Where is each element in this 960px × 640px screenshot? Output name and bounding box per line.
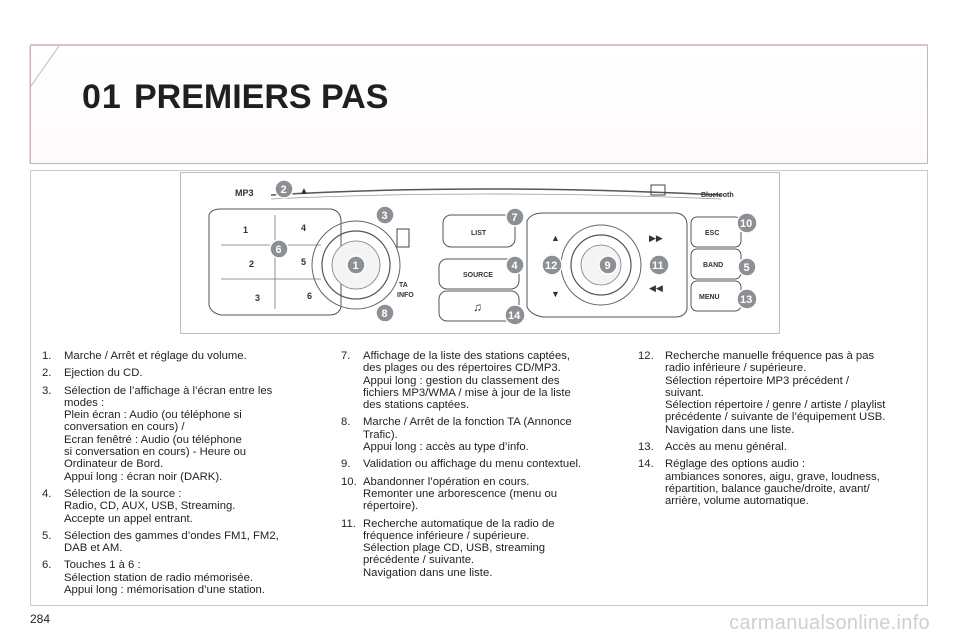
header-top-rule [30,44,928,46]
legend-column-2: 7.Affichage de la liste des stations cap… [341,350,636,584]
eject-icon[interactable]: ▲ [299,186,309,197]
svg-text:6: 6 [276,244,282,256]
chapter-title: PREMIERS PAS [134,78,389,116]
ta-label[interactable]: TA [399,282,408,289]
display-mode-icon[interactable] [396,228,410,248]
list-item: 2.Ejection du CD. [42,367,143,380]
preset-key-4[interactable]: 4 [301,223,306,233]
volume-knob[interactable] [321,230,391,300]
callout-2: 2 [274,179,294,199]
list-item: 9.Validation ou affichage du menu contex… [341,458,582,471]
list-item: 12.Recherche manuelle fréquence pas à pa… [638,350,886,436]
svg-text:12: 12 [545,260,557,272]
callout-5: 5 [737,257,757,277]
folder-up-icon[interactable]: ▲ [551,233,560,243]
callout-10: 10 [736,212,758,234]
seek-back-icon[interactable]: ◀◀ [649,283,663,293]
selector-knob[interactable] [570,234,632,296]
legend-column-1: 1.Marche / Arrêt et réglage du volume. 2… [42,350,332,601]
svg-text:4: 4 [512,260,519,272]
preset-key-5[interactable]: 5 [301,257,306,267]
chapter-header [30,44,928,164]
watermark: carmanualsonline.info [729,612,930,634]
callout-7: 7 [505,207,525,227]
preset-key-2[interactable]: 2 [249,259,254,269]
svg-text:5: 5 [744,262,750,274]
source-button[interactable] [438,258,520,290]
chapter-number: 01 [82,78,122,116]
esc-button[interactable] [690,216,742,248]
svg-text:10: 10 [740,218,752,230]
callout-6: 6 [269,239,289,259]
radio-panel-figure: MP3 ▲ Bluetooth 1 2 3 4 5 6 TA INFO LIST… [180,172,780,334]
preset-key-6[interactable]: 6 [307,291,312,301]
legend-column-3: 12.Recherche manuelle fréquence pas à pa… [638,350,928,513]
list-item: 7.Affichage de la liste des stations cap… [341,350,571,412]
volume-knob-ring [311,220,401,310]
list-item: 3.Sélection de l’affichage à l’écran ent… [42,384,273,483]
header-corner-decoration [29,45,60,164]
svg-text:13: 13 [740,294,752,306]
preset-key-3[interactable]: 3 [255,293,260,303]
list-item: 10.Abandonner l’opération en cours. Remo… [341,475,558,513]
cd-slot [270,188,722,196]
seek-forward-icon[interactable]: ▶▶ [649,233,663,243]
info-label[interactable]: INFO [397,292,414,299]
callout-14: 14 [504,304,526,326]
list-item: 14.Réglage des options audio : ambiances… [638,458,880,508]
callout-9: 9 [598,255,618,275]
list-item: 5.Sélection des gammes d’ondes FM1, FM2,… [42,529,279,555]
svg-text:14: 14 [508,310,521,322]
svg-text:3: 3 [382,210,388,222]
callout-8: 8 [375,303,395,323]
band-label: BAND [703,262,723,269]
preset-key-1[interactable]: 1 [243,225,248,235]
callout-11: 11 [648,254,670,276]
svg-text:7: 7 [512,212,518,224]
bluetooth-label: Bluetooth [701,192,734,199]
list-label: LIST [471,230,487,237]
list-item: 4.Sélection de la source : Radio, CD, AU… [42,487,236,525]
radio-panel-drawing: MP3 ▲ Bluetooth 1 2 3 4 5 6 TA INFO LIST… [208,179,758,326]
mp3-label: MP3 [235,188,254,198]
callout-3: 3 [375,205,395,225]
navigation-cluster [526,212,688,318]
folder-down-icon[interactable]: ▼ [551,289,560,299]
svg-text:11: 11 [652,260,664,272]
page-number: 284 [30,612,51,626]
source-label: SOURCE [463,272,493,279]
svg-text:8: 8 [382,308,388,320]
callout-1: 1 [346,255,366,275]
list-item: 1.Marche / Arrêt et réglage du volume. [42,350,247,362]
list-button[interactable] [442,214,516,248]
menu-label: MENU [699,294,720,301]
music-note-icon: ♫ [473,300,482,314]
svg-text:2: 2 [281,184,287,196]
preset-cluster [208,208,342,316]
svg-text:9: 9 [605,260,611,272]
list-item: 8.Marche / Arrêt de la fonction TA (Anno… [341,416,572,454]
callout-4: 4 [505,255,525,275]
esc-label: ESC [705,230,719,237]
callout-13: 13 [736,288,758,310]
callout-12: 12 [541,254,563,276]
cd-logo-icon [650,184,666,196]
svg-text:1: 1 [353,260,359,272]
list-item: 11.Recherche automatique de la radio de … [341,517,555,579]
list-item: 6.Touches 1 à 6 : Sélection station de r… [42,559,265,597]
list-item: 13.Accès au menu général. [638,441,787,454]
